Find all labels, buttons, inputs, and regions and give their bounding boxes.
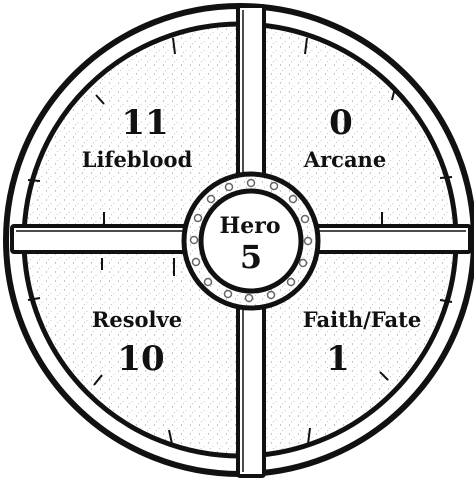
lifeblood-label: Lifeblood (82, 147, 193, 172)
hero-boss: Hero 5 (184, 174, 318, 308)
lifeblood-value: 11 (121, 103, 168, 143)
faith-fate-label: Faith/Fate (303, 307, 421, 332)
faith-fate-value: 1 (326, 339, 350, 379)
arcane-label: Arcane (303, 147, 386, 172)
arcane-value: 0 (329, 103, 353, 143)
resolve-value: 10 (117, 339, 164, 379)
hero-value: 5 (240, 238, 262, 276)
resolve-label: Resolve (92, 307, 182, 332)
hero-label: Hero (219, 213, 280, 239)
